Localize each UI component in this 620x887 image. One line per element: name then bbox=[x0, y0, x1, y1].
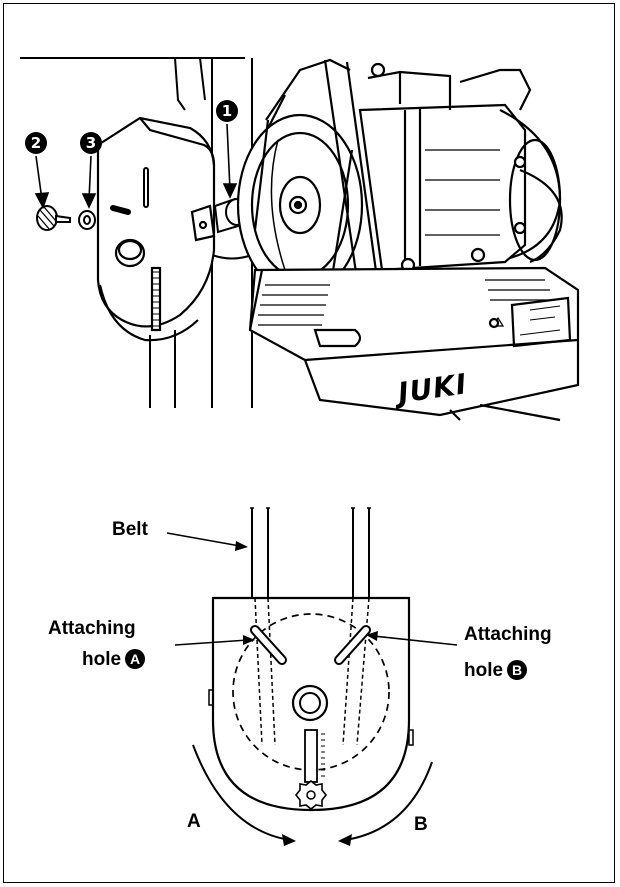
direction-b-label: B bbox=[414, 814, 428, 835]
hole-b-label-line1: Attaching bbox=[464, 624, 552, 645]
washer bbox=[78, 210, 96, 230]
callout-3: 3 bbox=[80, 132, 102, 154]
cover-outline bbox=[211, 596, 411, 812]
arrow-b-head bbox=[338, 834, 352, 846]
hole-b-mark: B bbox=[507, 660, 528, 680]
belt-leader bbox=[166, 532, 241, 547]
hole-a-mark: A bbox=[125, 649, 146, 669]
hole-a-leader bbox=[174, 639, 249, 646]
direction-a-label: A bbox=[187, 811, 201, 832]
callout-1: 1 bbox=[216, 100, 238, 122]
arrow-a-arc bbox=[192, 744, 291, 841]
callout-2: 2 bbox=[25, 132, 47, 154]
motor-body bbox=[358, 62, 563, 273]
belt-label: Belt bbox=[112, 519, 148, 540]
photo-belt bbox=[323, 59, 382, 301]
motor-pulley bbox=[236, 58, 364, 297]
cover-boss bbox=[291, 684, 329, 722]
arrow-a-head bbox=[282, 834, 296, 846]
control-box bbox=[248, 266, 580, 422]
adjust-knob bbox=[294, 779, 328, 811]
figure-frame bbox=[3, 3, 615, 883]
knob-screw bbox=[36, 205, 71, 231]
stand-leg bbox=[149, 330, 176, 408]
arrow-b-arc bbox=[344, 761, 433, 841]
hole-b-label-word: hole bbox=[464, 660, 504, 681]
belt-cover bbox=[96, 116, 216, 342]
hole-a-label-line1: Attaching bbox=[48, 618, 136, 639]
hole-b-leader bbox=[372, 635, 458, 646]
hole-a-label-word: hole bbox=[82, 649, 122, 670]
